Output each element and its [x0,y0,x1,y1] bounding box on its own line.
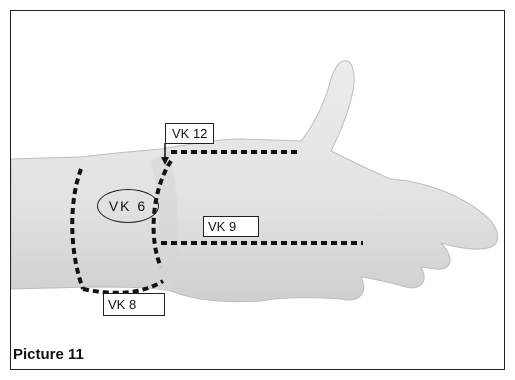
figure-caption: Picture 11 [13,346,84,363]
vk6-label: VK 6 [97,189,159,223]
vk12-label: VK 12 [165,123,215,144]
vk9-label: VK 9 [203,216,259,237]
vk8-label: VK 8 [103,293,165,316]
hand-silhouette [11,60,498,303]
vk6-dashed-left [70,168,85,290]
vk6-dashed-right [151,159,173,268]
wrist-shade [151,151,179,291]
vk12-arrow [161,143,169,165]
hand-illustration [11,60,498,303]
figure-frame: VK 12 VK 6 VK 9 VK 8 Picture 11 [10,10,505,370]
vk8-dashed-line [82,279,165,295]
